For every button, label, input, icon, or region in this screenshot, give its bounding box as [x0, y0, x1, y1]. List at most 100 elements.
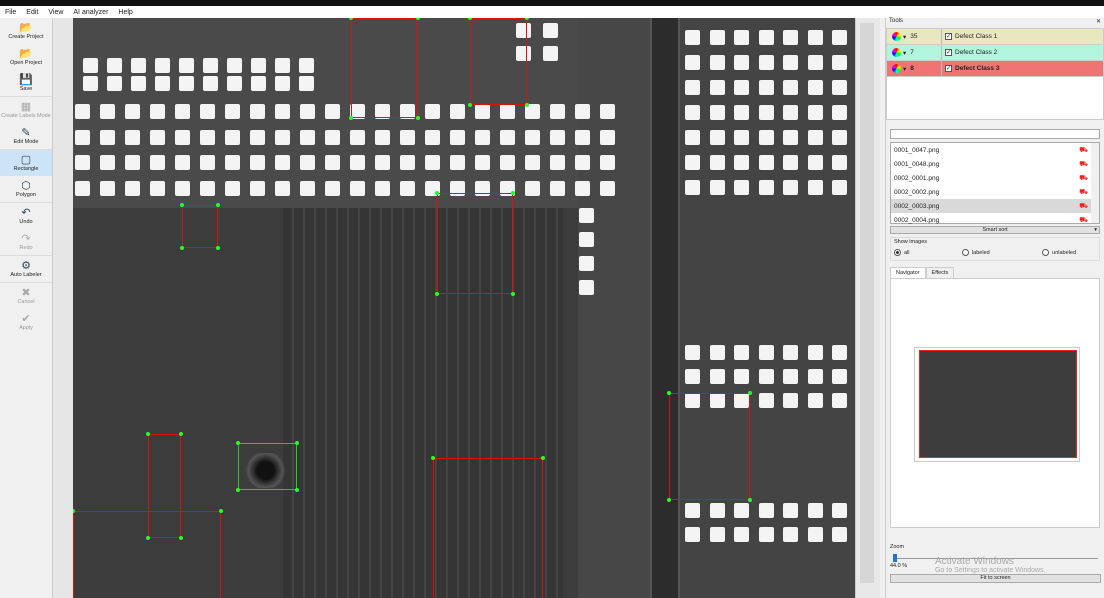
- menu-edit[interactable]: Edit: [26, 8, 39, 16]
- file-list-item[interactable]: 0001_0048.png⛟: [891, 157, 1091, 171]
- resize-handle[interactable]: [468, 18, 472, 20]
- file-list-item[interactable]: 0002_0002.png⛟: [891, 185, 1091, 199]
- menu-file[interactable]: File: [5, 8, 17, 16]
- annotation-box[interactable]: [351, 18, 418, 118]
- resize-handle[interactable]: [525, 103, 529, 107]
- apply-button[interactable]: ✔Apply: [0, 309, 52, 335]
- canvas-scrollbar[interactable]: [855, 18, 880, 598]
- edit-mode-button[interactable]: ✎Edit Mode: [0, 123, 52, 149]
- navigator-viewport[interactable]: [919, 350, 1077, 458]
- menu-help[interactable]: Help: [118, 8, 133, 16]
- redo-button[interactable]: ↷Redo: [0, 229, 52, 255]
- file-list[interactable]: 0001_0047.png⛟0001_0048.png⛟0002_0001.pn…: [890, 142, 1100, 224]
- auto-labeler-button[interactable]: ⚙Auto Labeler: [0, 256, 52, 282]
- annotation-box[interactable]: [669, 393, 750, 500]
- resize-handle[interactable]: [179, 536, 183, 540]
- resize-handle[interactable]: [179, 432, 183, 436]
- resize-handle[interactable]: [216, 203, 220, 207]
- resize-handle[interactable]: [349, 18, 353, 20]
- fit-to-screen-button[interactable]: Fit to screen: [890, 574, 1101, 583]
- tab-navigator[interactable]: Navigator: [890, 267, 926, 278]
- delete-icon[interactable]: ⛟: [1079, 188, 1088, 196]
- class-checkbox[interactable]: ✓: [945, 65, 952, 72]
- folder-icon: 📂: [19, 22, 33, 34]
- delete-icon[interactable]: ⛟: [1079, 146, 1088, 154]
- image-canvas[interactable]: [73, 18, 855, 598]
- delete-icon[interactable]: ⛟: [1079, 202, 1088, 210]
- selected-annotation-box[interactable]: [238, 443, 297, 490]
- color-wheel-icon[interactable]: [892, 48, 901, 57]
- resize-handle[interactable]: [236, 488, 240, 492]
- color-wheel-icon[interactable]: [892, 64, 901, 73]
- resize-handle[interactable]: [416, 18, 420, 20]
- file-list-item[interactable]: 0002_0004.png⛟: [891, 213, 1091, 227]
- file-list-item[interactable]: 0002_0001.png⛟: [891, 171, 1091, 185]
- radio-labeled[interactable]: labeled: [961, 249, 990, 256]
- undo-button[interactable]: ↶Undo: [0, 203, 52, 229]
- class-checkbox[interactable]: ✓: [945, 33, 952, 40]
- cancel-button[interactable]: ✖Cancel: [0, 283, 52, 309]
- resize-handle[interactable]: [146, 536, 150, 540]
- resize-handle[interactable]: [748, 498, 752, 502]
- resize-handle[interactable]: [73, 509, 75, 513]
- delete-icon[interactable]: ⛟: [1079, 216, 1088, 224]
- resize-handle[interactable]: [219, 509, 223, 513]
- class-row[interactable]: ▾35✓Defect Class 1: [887, 29, 1103, 45]
- annotation-box[interactable]: [437, 193, 513, 294]
- color-wheel-icon[interactable]: [892, 32, 901, 41]
- class-row[interactable]: ▾7✓Defect Class 2: [887, 45, 1103, 61]
- chevron-down-icon[interactable]: ▾: [903, 65, 907, 73]
- resize-handle[interactable]: [349, 116, 353, 120]
- resize-handle[interactable]: [295, 488, 299, 492]
- resize-handle[interactable]: [468, 103, 472, 107]
- close-icon[interactable]: ✕: [1095, 19, 1101, 25]
- file-list-item[interactable]: 0002_0003.png⛟: [891, 199, 1091, 213]
- annotation-box[interactable]: [433, 458, 543, 598]
- annotation-box[interactable]: [148, 434, 181, 538]
- delete-icon[interactable]: ⛟: [1079, 174, 1088, 182]
- rectangle-button[interactable]: ▢Rectangle: [0, 150, 52, 176]
- chevron-down-icon[interactable]: ▾: [903, 49, 907, 57]
- resize-handle[interactable]: [525, 18, 529, 20]
- polygon-button[interactable]: ⬡Polygon: [0, 176, 52, 202]
- tab-effects[interactable]: Effects: [925, 267, 955, 278]
- save-button[interactable]: 💾Save: [0, 70, 52, 96]
- resize-handle[interactable]: [146, 432, 150, 436]
- annotation-box[interactable]: [182, 205, 218, 248]
- resize-handle[interactable]: [667, 498, 671, 502]
- create-project-button[interactable]: 📂Create Project: [0, 18, 52, 44]
- resize-handle[interactable]: [431, 456, 435, 460]
- resize-handle[interactable]: [295, 441, 299, 445]
- file-search-input[interactable]: [890, 129, 1100, 139]
- resize-handle[interactable]: [435, 191, 439, 195]
- resize-handle[interactable]: [216, 246, 220, 250]
- radio-all[interactable]: all: [894, 249, 910, 256]
- create-labels-mode-button[interactable]: ▦Create Labels Mode: [0, 97, 52, 123]
- open-project-button[interactable]: 📂Open Project: [0, 44, 52, 70]
- resize-handle[interactable]: [435, 292, 439, 296]
- delete-icon[interactable]: ⛟: [1079, 160, 1088, 168]
- scrollbar-thumb[interactable]: [860, 23, 874, 583]
- file-list-scrollbar[interactable]: [1091, 143, 1099, 223]
- radio-unlabeled[interactable]: unlabeled: [1042, 249, 1076, 256]
- zoom-slider[interactable]: [890, 553, 1101, 563]
- smart-sort-dropdown[interactable]: Smart sort▾: [890, 226, 1100, 234]
- navigator-thumbnail[interactable]: [914, 347, 1080, 462]
- resize-handle[interactable]: [667, 391, 671, 395]
- resize-handle[interactable]: [416, 116, 420, 120]
- annotation-box[interactable]: [73, 511, 221, 598]
- annotation-box[interactable]: [470, 18, 527, 105]
- menu-ai-analyzer[interactable]: AI analyzer: [73, 8, 109, 16]
- chevron-down-icon[interactable]: ▾: [903, 33, 907, 41]
- class-row[interactable]: ▾8✓Defect Class 3: [887, 61, 1103, 77]
- resize-handle[interactable]: [236, 441, 240, 445]
- resize-handle[interactable]: [511, 292, 515, 296]
- resize-handle[interactable]: [748, 391, 752, 395]
- resize-handle[interactable]: [541, 456, 545, 460]
- resize-handle[interactable]: [180, 203, 184, 207]
- resize-handle[interactable]: [180, 246, 184, 250]
- menu-view[interactable]: View: [48, 8, 64, 16]
- class-checkbox[interactable]: ✓: [945, 49, 952, 56]
- resize-handle[interactable]: [511, 191, 515, 195]
- file-list-item[interactable]: 0001_0047.png⛟: [891, 143, 1091, 157]
